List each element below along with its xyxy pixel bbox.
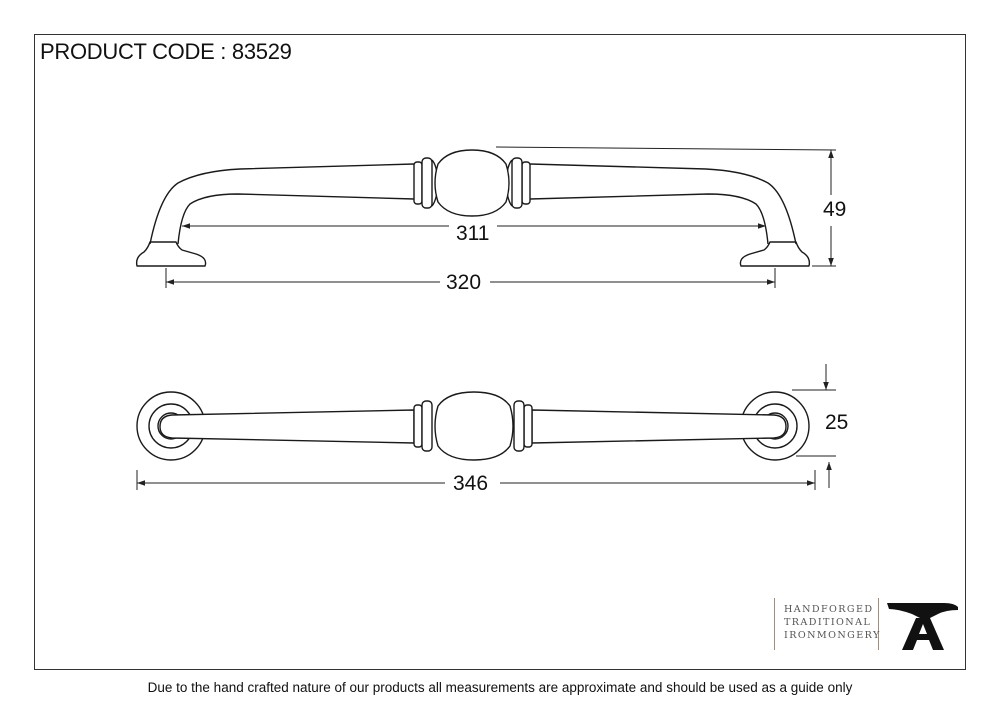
side-view-handle [135, 149, 811, 267]
brand-divider [878, 598, 879, 650]
dimension-rose-diameter: 25 [825, 411, 849, 434]
brand-line: HANDFORGED [784, 604, 874, 615]
product-code: PRODUCT CODE : 83529 [40, 39, 292, 64]
footer-disclaimer: Due to the hand crafted nature of our pr… [147, 680, 853, 695]
brand-wordmark: HANDFORGED TRADITIONAL IRONMONGERY [784, 603, 881, 642]
dimension-projection: 49 [823, 198, 847, 221]
top-view-handle [136, 391, 810, 461]
anvil-icon [887, 603, 958, 650]
dimension-inner-length: 311 [456, 222, 490, 245]
drawing-frame [34, 34, 966, 670]
brand-line: IRONMONGERY [784, 630, 881, 641]
dimension-centres: 320 [446, 271, 482, 294]
dimension-overall-length: 346 [453, 472, 489, 495]
brand-line: TRADITIONAL [784, 617, 872, 628]
brand-logo: HANDFORGED TRADITIONAL IRONMONGERY [774, 598, 964, 652]
brand-divider [774, 598, 775, 650]
